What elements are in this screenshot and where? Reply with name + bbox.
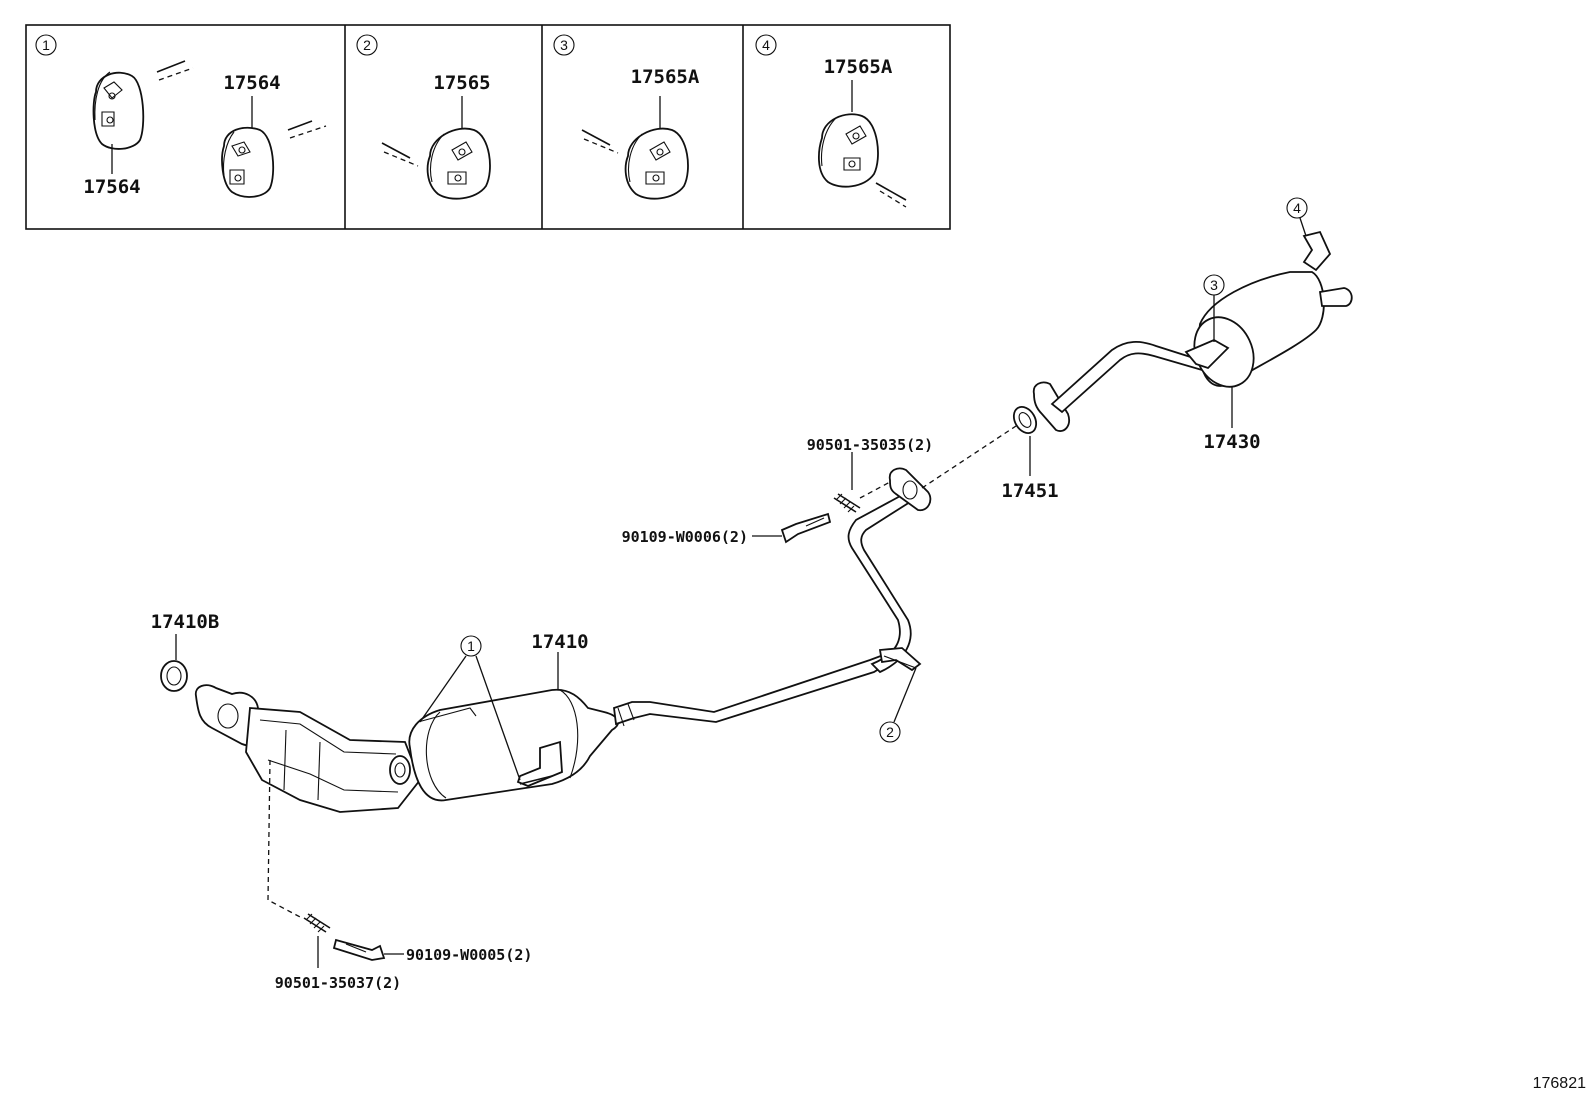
- callout-1-text: 1: [467, 638, 475, 654]
- hanger-17565A-panel3: [624, 127, 689, 200]
- callout-hanger-4: [1286, 197, 1308, 237]
- inset-panel-3: 3 17565A: [553, 34, 700, 200]
- gasket-17451: [1012, 405, 1038, 476]
- hanger-17564-a: [92, 71, 145, 150]
- spring-90501-35035: [833, 452, 891, 513]
- part-label-90109-W0006: 90109-W0006(2): [622, 528, 748, 546]
- inset-panel-2: 2 17565: [356, 34, 491, 200]
- callout-hanger-2: [879, 667, 917, 743]
- inset-callout-4: 4: [762, 37, 770, 53]
- callout-4-text: 4: [1293, 200, 1301, 216]
- part-label-90109-W0005: 90109-W0005(2): [406, 946, 532, 964]
- diagram-reference-number: 176821: [1533, 1075, 1586, 1092]
- callout-2-text: 2: [886, 724, 894, 740]
- spring-90501-35037: [267, 759, 331, 968]
- inset-callout-2: 2: [363, 37, 371, 53]
- bolt-90109-W0006: [752, 512, 832, 544]
- center-pipe: [847, 467, 932, 674]
- callout-hanger-1: [419, 635, 521, 781]
- inset-callout-3: 3: [560, 37, 568, 53]
- part-label-17564-upper: 17564: [223, 72, 280, 94]
- part-label-90501-35037: 90501-35037(2): [275, 974, 401, 992]
- tail-pipe-17430: [1032, 230, 1353, 432]
- inset-panel-4: 4 17565A: [755, 34, 907, 208]
- part-label-17410B: 17410B: [151, 611, 220, 633]
- part-label-17565A-panel3: 17565A: [631, 66, 700, 88]
- callout-3-text: 3: [1210, 277, 1218, 293]
- part-label-17451: 17451: [1001, 480, 1058, 502]
- gasket-17410B: [160, 634, 188, 692]
- part-label-17564-lower: 17564: [83, 176, 140, 198]
- hanger-17565A-panel4: [818, 113, 879, 188]
- hanger-17564-b: [221, 126, 275, 198]
- bolt-90109-W0005: [332, 938, 404, 961]
- hanger-inset-box: [25, 24, 951, 230]
- part-label-17430: 17430: [1203, 431, 1260, 453]
- inset-callout-1: 1: [42, 37, 50, 53]
- front-pipe-17410: [194, 652, 892, 813]
- inset-panel-1: 1 17564 17564: [35, 34, 327, 198]
- part-label-17410: 17410: [531, 631, 588, 653]
- part-label-90501-35035: 90501-35035(2): [807, 436, 933, 454]
- part-label-17565: 17565: [433, 72, 490, 94]
- part-label-17565A-panel4: 17565A: [824, 56, 893, 78]
- callout-hanger-3: [1203, 274, 1225, 342]
- hanger-17565: [426, 127, 491, 200]
